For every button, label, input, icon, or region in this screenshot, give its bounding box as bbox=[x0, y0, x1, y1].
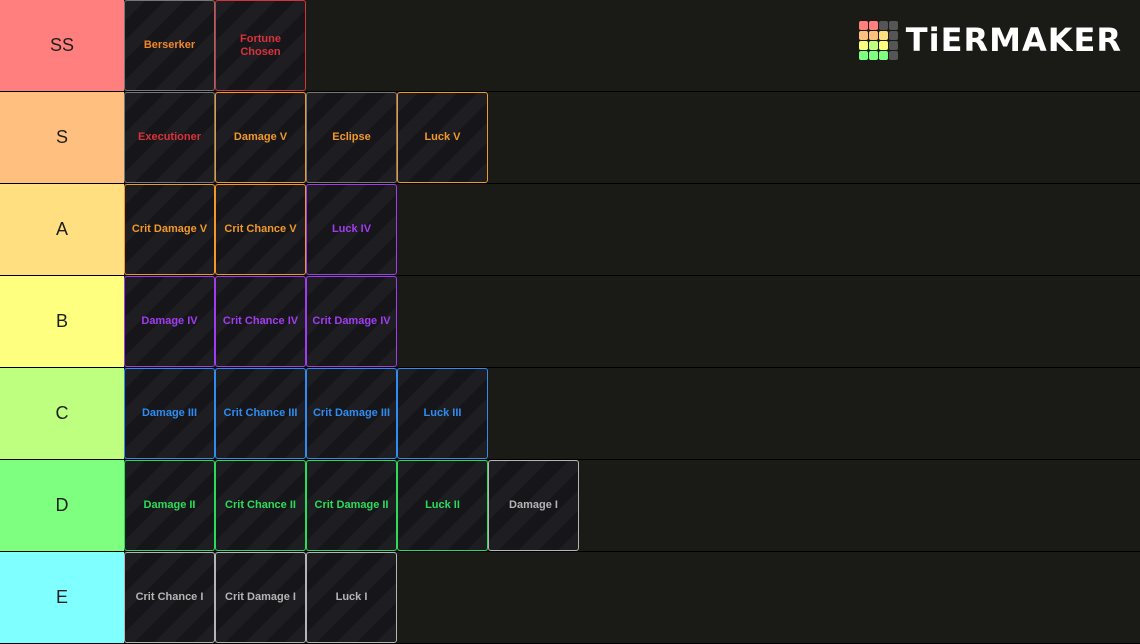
logo-grid-cell bbox=[878, 50, 888, 60]
logo-grid-cell bbox=[858, 30, 868, 40]
tier-label-a[interactable]: A bbox=[0, 184, 124, 275]
tier-item-card[interactable]: Crit Damage V bbox=[124, 184, 215, 275]
tiermaker-logo-text: TiERMAKER bbox=[905, 21, 1122, 59]
tier-item-card[interactable]: Fortune Chosen bbox=[215, 0, 306, 91]
tiermaker-logo-grid-icon bbox=[858, 20, 898, 60]
tier-item-card[interactable]: Executioner bbox=[124, 92, 215, 183]
tier-item-card[interactable]: Crit Chance IV bbox=[215, 276, 306, 367]
tier-item-card[interactable]: Damage V bbox=[215, 92, 306, 183]
tier-label-e[interactable]: E bbox=[0, 552, 124, 643]
logo-grid-cell bbox=[878, 20, 888, 30]
tier-item-card[interactable]: Crit Chance I bbox=[124, 552, 215, 643]
logo-grid-cell bbox=[858, 50, 868, 60]
tier-item-card[interactable]: Crit Chance V bbox=[215, 184, 306, 275]
tier-item-card[interactable]: Crit Damage II bbox=[306, 460, 397, 551]
tier-label-ss[interactable]: SS bbox=[0, 0, 124, 91]
logo-grid-cell bbox=[858, 20, 868, 30]
tier-item-card[interactable]: Luck V bbox=[397, 92, 488, 183]
logo-grid-cell bbox=[888, 40, 898, 50]
logo-grid-cell bbox=[868, 20, 878, 30]
tier-item-card[interactable]: Damage III bbox=[124, 368, 215, 459]
tier-item-card[interactable]: Crit Damage III bbox=[306, 368, 397, 459]
tier-item-card[interactable]: Luck II bbox=[397, 460, 488, 551]
tier-item-card[interactable]: Damage I bbox=[488, 460, 579, 551]
tier-item-card[interactable]: Eclipse bbox=[306, 92, 397, 183]
tier-item-card[interactable]: Damage IV bbox=[124, 276, 215, 367]
tier-item-card[interactable]: Luck IV bbox=[306, 184, 397, 275]
logo-grid-cell bbox=[858, 40, 868, 50]
tier-item-card[interactable]: Crit Chance II bbox=[215, 460, 306, 551]
tier-item-card[interactable]: Crit Damage IV bbox=[306, 276, 397, 367]
tier-item-card[interactable]: Crit Chance III bbox=[215, 368, 306, 459]
logo-grid-cell bbox=[868, 50, 878, 60]
tiermaker-logo[interactable]: TiERMAKER bbox=[858, 20, 1122, 60]
tier-item-card[interactable]: Berserker bbox=[124, 0, 215, 91]
logo-grid-cell bbox=[888, 50, 898, 60]
logo-grid-cell bbox=[888, 20, 898, 30]
logo-grid-cell bbox=[878, 30, 888, 40]
logo-grid-cell bbox=[868, 30, 878, 40]
tier-item-card[interactable]: Luck I bbox=[306, 552, 397, 643]
tier-label-b[interactable]: B bbox=[0, 276, 124, 367]
tier-item-card[interactable]: Luck III bbox=[397, 368, 488, 459]
tier-item-card[interactable]: Damage II bbox=[124, 460, 215, 551]
logo-grid-cell bbox=[888, 30, 898, 40]
tier-item-card[interactable]: Crit Damage I bbox=[215, 552, 306, 643]
tier-label-c[interactable]: C bbox=[0, 368, 124, 459]
logo-grid-cell bbox=[868, 40, 878, 50]
logo-grid-cell bbox=[878, 40, 888, 50]
tier-label-d[interactable]: D bbox=[0, 460, 124, 551]
tier-label-s[interactable]: S bbox=[0, 92, 124, 183]
